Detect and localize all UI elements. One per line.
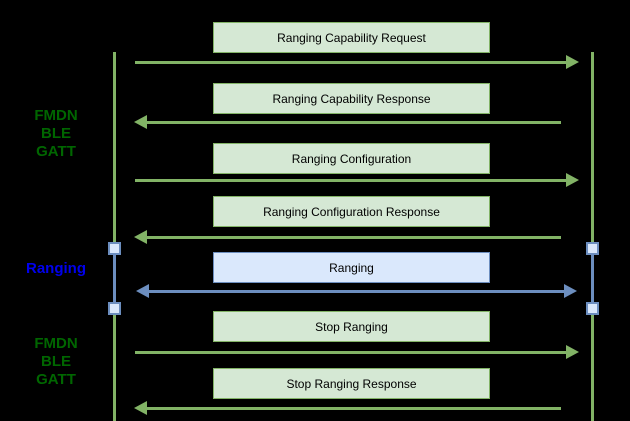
protocol-label-line: GATT (36, 143, 76, 160)
right-lifeline (591, 52, 594, 421)
protocol-label-line: FMDN (34, 107, 78, 124)
arrowhead-left-icon (134, 230, 147, 244)
message-box-ranging-capability-request: Ranging Capability Request (213, 22, 490, 53)
arrowhead-left-icon (134, 401, 147, 415)
arrowhead-right-icon (566, 345, 579, 359)
arrow-shaft (146, 120, 561, 124)
arrow-right-icon (135, 55, 579, 69)
left-lifeline (113, 52, 116, 421)
message-label: Ranging Configuration (291, 151, 412, 166)
right-lifeline-ranging-segment (591, 244, 594, 312)
message-label: Ranging (329, 260, 374, 275)
arrow-bidirectional-icon (136, 284, 577, 298)
message-box-ranging-capability-response: Ranging Capability Response (213, 83, 490, 114)
arrow-shaft (135, 178, 567, 182)
ranging-end-marker-left (108, 302, 121, 315)
arrow-left-icon (134, 115, 561, 129)
arrow-shaft (146, 406, 561, 410)
arrow-right-icon (135, 345, 579, 359)
left-lifeline-ranging-segment (113, 244, 116, 312)
arrow-shaft (148, 289, 565, 293)
message-label: Ranging Configuration Response (263, 204, 440, 219)
message-label: Stop Ranging (315, 319, 388, 334)
arrowhead-left-icon (136, 284, 149, 298)
message-label: Stop Ranging Response (286, 376, 417, 391)
protocol-label-line: FMDN (34, 335, 78, 352)
message-box-stop-ranging: Stop Ranging (213, 311, 490, 342)
arrowhead-right-icon (564, 284, 577, 298)
arrow-shaft (135, 60, 567, 64)
protocol-label-line: GATT (36, 371, 76, 388)
ranging-end-marker-right (586, 302, 599, 315)
arrowhead-right-icon (566, 55, 579, 69)
protocol-label-line: BLE (41, 125, 71, 142)
ranging-start-marker-right (586, 242, 599, 255)
arrowhead-left-icon (134, 115, 147, 129)
arrowhead-right-icon (566, 173, 579, 187)
protocol-label-fmdn-ble-gatt-top: FMDN BLE GATT (12, 107, 100, 161)
protocol-label-fmdn-ble-gatt-bottom: FMDN BLE GATT (12, 335, 100, 389)
ranging-start-marker-left (108, 242, 121, 255)
arrow-left-icon (134, 401, 561, 415)
protocol-label-line: Ranging (26, 260, 86, 277)
message-box-ranging-configuration-response: Ranging Configuration Response (213, 196, 490, 227)
message-box-stop-ranging-response: Stop Ranging Response (213, 368, 490, 399)
protocol-label-ranging: Ranging (12, 260, 100, 278)
arrow-shaft (135, 350, 567, 354)
arrow-left-icon (134, 230, 561, 244)
arrow-shaft (146, 235, 561, 239)
message-label: Ranging Capability Request (277, 30, 426, 45)
message-label: Ranging Capability Response (272, 91, 431, 106)
protocol-label-line: BLE (41, 353, 71, 370)
message-box-ranging-configuration: Ranging Configuration (213, 143, 490, 174)
arrow-right-icon (135, 173, 579, 187)
message-box-ranging: Ranging (213, 252, 490, 283)
